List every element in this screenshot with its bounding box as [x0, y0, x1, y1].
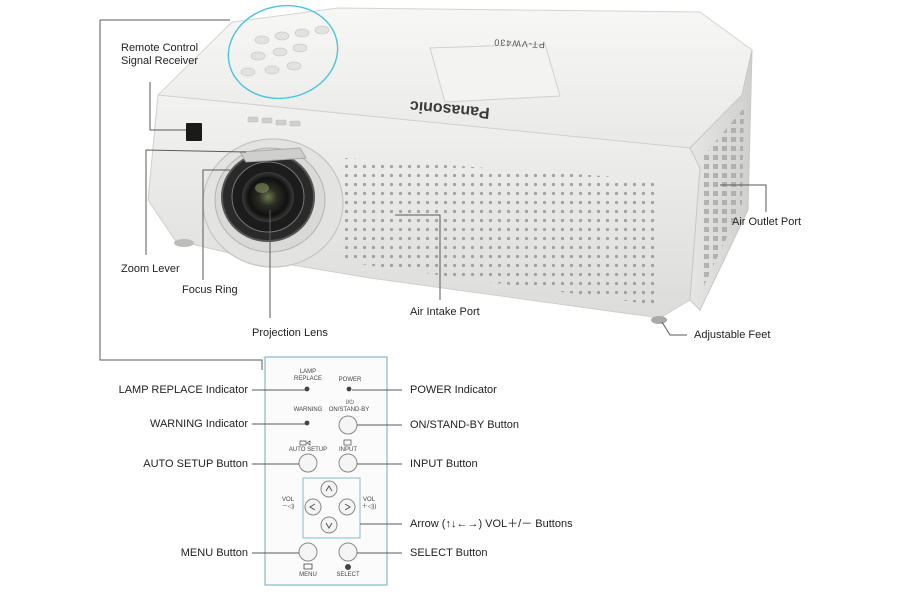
panel-menu-text: MENU: [299, 572, 317, 578]
select-button-label: SELECT Button: [410, 547, 488, 559]
arrow-left-button[interactable]: [304, 498, 322, 516]
warning-led: [304, 420, 310, 426]
ir-receiver-window: [186, 123, 202, 141]
air-outlet-label: Air Outlet Port: [732, 216, 802, 228]
menu-button-label: MENU Button: [180, 547, 248, 559]
panel-auto-setup-text: AUTO SETUP: [288, 447, 328, 453]
panel-leader-lines: [252, 389, 402, 554]
zoom-lever-label: Zoom Lever: [121, 263, 180, 275]
control-panel-frame: [264, 356, 388, 586]
auto-setup-button[interactable]: [298, 453, 318, 473]
lamp-replace-indicator-label: LAMP REPLACE Indicator: [118, 384, 248, 396]
panel-vol-plus-label: VOL: [362, 497, 375, 503]
adjustable-foot-front: [174, 239, 194, 247]
menu-button[interactable]: [298, 542, 318, 562]
arrow-up-button[interactable]: [320, 480, 338, 498]
arrow-right-icon: [344, 503, 351, 511]
arrow-down-icon: [325, 522, 333, 529]
arrow-right-button[interactable]: [338, 498, 356, 516]
panel-vol-minus-label: VOL: [281, 497, 294, 503]
top-control-buttons: [240, 25, 330, 77]
panel-vol-plus-text: VOL ＋◁)): [356, 497, 382, 511]
panel-lamp-text-line2: REPLACE: [293, 376, 322, 382]
panel-onstandby-text: ON/STAND-BY: [328, 407, 370, 413]
remote-control-label-line1: Remote Control: [121, 42, 199, 54]
adjustable-foot-right: [651, 316, 667, 324]
control-panel: [264, 356, 388, 586]
select-button[interactable]: [338, 542, 358, 562]
onstandby-button[interactable]: [338, 415, 358, 435]
air-intake-label: Air Intake Port: [410, 306, 480, 318]
input-button-label: INPUT Button: [410, 458, 478, 470]
auto-setup-button-label: AUTO SETUP Button: [143, 458, 248, 470]
panel-lamp-text: LAMP REPLACE: [288, 369, 328, 383]
panel-power-text: POWER: [338, 377, 362, 383]
lens-glass: [242, 172, 294, 222]
panel-vol-minus-text: VOL －◁): [276, 497, 300, 511]
arrow-pad-frame: [302, 477, 361, 539]
brand-logo: Panasonic: [409, 97, 490, 121]
power-indicator-label: POWER Indicator: [410, 384, 497, 396]
power-led: [346, 386, 352, 392]
panel-vol-plus-sign: ＋◁)): [361, 504, 377, 510]
auto-setup-icon: [299, 440, 311, 446]
projection-lens-label: Projection Lens: [252, 327, 328, 339]
panel-onstandby-symbol: I/⏻: [345, 400, 355, 406]
arrow-buttons-label: Arrow (↑↓←→) VOL＋/－ Buttons: [410, 518, 573, 530]
warning-indicator-label: WARNING Indicator: [149, 418, 248, 430]
remote-receiver-highlight: [227, 4, 339, 100]
remote-control-label: Remote Control Signal Receiver: [121, 42, 198, 68]
select-icon: [345, 564, 351, 570]
air-outlet-grille: [700, 108, 744, 290]
panel-lamp-text-line1: LAMP: [299, 369, 317, 375]
air-intake-grille: [345, 158, 660, 305]
panel-vol-minus-sign: －◁): [281, 504, 295, 510]
adjustable-feet-label: Adjustable Feet: [694, 329, 771, 341]
input-icon: [343, 439, 352, 446]
projection-lens-assembly: [202, 138, 344, 268]
remote-control-label-line2: Signal Receiver: [121, 55, 199, 67]
model-mark: PT-VW430: [493, 37, 545, 50]
zoom-lever: [239, 147, 307, 163]
arrow-left-icon: [309, 503, 316, 511]
arrow-down-button[interactable]: [320, 516, 338, 534]
menu-icon: [303, 563, 313, 570]
panel-input-text: INPUT: [339, 447, 357, 453]
panel-select-text: SELECT: [336, 572, 360, 578]
focus-ring-label: Focus Ring: [182, 284, 238, 296]
lamp-replace-led: [304, 386, 310, 392]
projector-body: Panasonic PT-VW430: [147, 7, 753, 324]
leader-lines: [99, 19, 767, 370]
input-button[interactable]: [338, 453, 358, 473]
panel-warning-text: WARNING: [293, 407, 323, 413]
arrow-up-icon: [325, 485, 333, 492]
onstandby-button-label: ON/STAND-BY Button: [410, 419, 520, 431]
